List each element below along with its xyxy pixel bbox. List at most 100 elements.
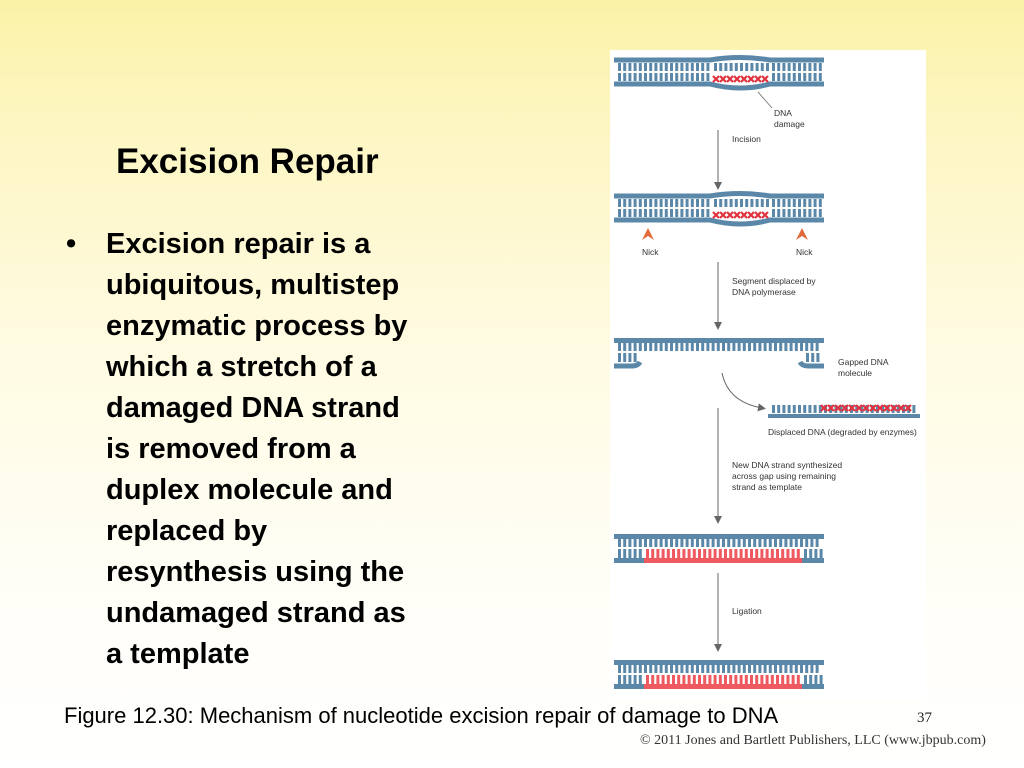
damage-mark xyxy=(712,75,720,83)
bullet-line: which a stretch of a xyxy=(106,351,377,383)
new-base-tick xyxy=(796,675,800,684)
base-tick xyxy=(750,63,754,71)
base-tick xyxy=(618,63,621,71)
base-tick xyxy=(701,665,705,673)
base-tick xyxy=(792,199,796,207)
base-tick xyxy=(706,63,710,71)
base-tick xyxy=(813,73,817,81)
new-base-tick xyxy=(651,675,655,684)
damage-mark xyxy=(897,404,905,412)
base-tick xyxy=(638,343,642,351)
base-tick xyxy=(696,209,699,217)
base-tick xyxy=(814,675,818,684)
base-tick xyxy=(628,199,632,207)
base-tick xyxy=(706,199,710,207)
new-base-tick xyxy=(692,549,696,558)
new-base-tick xyxy=(682,549,686,558)
base-tick xyxy=(772,63,775,71)
base-tick xyxy=(675,209,679,217)
base-tick xyxy=(633,343,637,351)
base-tick xyxy=(810,539,814,547)
damage-mark xyxy=(747,75,755,83)
base-tick xyxy=(633,209,637,217)
base-tick xyxy=(659,73,663,81)
base-tick xyxy=(814,549,818,558)
new-base-tick xyxy=(687,549,691,558)
base-tick xyxy=(789,539,793,547)
base-tick xyxy=(701,209,705,217)
base-tick xyxy=(664,209,668,217)
base-tick xyxy=(664,343,668,351)
base-tick xyxy=(670,665,673,673)
bullet-line: enzymatic process by xyxy=(106,310,408,342)
base-tick xyxy=(819,549,823,558)
base-tick xyxy=(745,63,749,71)
new-base-tick xyxy=(739,675,743,684)
base-tick xyxy=(727,343,731,351)
bullet-line: duplex molecule and xyxy=(106,474,393,506)
base-tick xyxy=(794,343,798,351)
base-tick xyxy=(680,73,684,81)
new-base-tick xyxy=(776,675,779,684)
base-tick xyxy=(763,343,767,351)
base-tick xyxy=(706,73,710,81)
base-tick xyxy=(706,343,710,351)
base-tick xyxy=(716,539,720,547)
base-tick xyxy=(808,63,812,71)
base-tick xyxy=(742,539,746,547)
base-tick xyxy=(737,539,741,547)
new-base-tick xyxy=(703,675,707,684)
bullet-text: Excision repair is a ubiquitous, multist… xyxy=(106,224,466,675)
base-tick xyxy=(779,665,783,673)
base-tick xyxy=(628,675,632,684)
base-tick xyxy=(628,665,632,673)
damage-mark xyxy=(747,211,755,219)
base-tick xyxy=(696,199,699,207)
base-tick xyxy=(727,665,731,673)
damage-mark xyxy=(719,211,727,219)
base-tick xyxy=(737,665,741,673)
new-base-tick xyxy=(656,675,660,684)
base-tick xyxy=(680,199,684,207)
base-tick xyxy=(664,665,668,673)
base-tick xyxy=(659,209,663,217)
new-base-tick xyxy=(661,675,665,684)
base-tick xyxy=(777,199,781,207)
base-tick xyxy=(654,73,658,81)
base-tick xyxy=(808,73,812,81)
base-tick xyxy=(779,539,783,547)
base-tick xyxy=(742,343,746,351)
new-base-tick xyxy=(666,675,670,684)
base-tick xyxy=(772,199,775,207)
base-tick xyxy=(644,63,647,71)
new-base-tick xyxy=(687,675,691,684)
base-tick xyxy=(748,539,751,547)
base-tick xyxy=(633,73,637,81)
base-tick xyxy=(638,209,642,217)
bullet-line: resynthesis using the xyxy=(106,556,405,588)
dna-bottom-fragment xyxy=(614,360,643,369)
new-base-tick xyxy=(760,549,764,558)
label-gapped-2: molecule xyxy=(838,368,872,378)
base-tick xyxy=(789,665,793,673)
base-tick xyxy=(787,63,791,71)
base-tick xyxy=(803,199,807,207)
new-base-tick xyxy=(729,675,733,684)
base-tick xyxy=(670,209,673,217)
base-tick xyxy=(638,675,642,684)
damage-mark xyxy=(761,75,769,83)
base-tick xyxy=(628,353,632,362)
new-base-tick xyxy=(744,549,748,558)
base-tick xyxy=(690,665,694,673)
base-tick xyxy=(623,675,627,684)
base-tick xyxy=(860,405,864,413)
base-tick xyxy=(803,209,807,217)
base-tick xyxy=(701,73,705,81)
dna-bottom-fragment xyxy=(797,360,824,369)
base-tick xyxy=(787,199,791,207)
base-tick xyxy=(654,665,658,673)
base-tick xyxy=(670,63,673,71)
damage-mark xyxy=(841,404,849,412)
new-base-tick xyxy=(713,549,717,558)
base-tick xyxy=(618,665,621,673)
